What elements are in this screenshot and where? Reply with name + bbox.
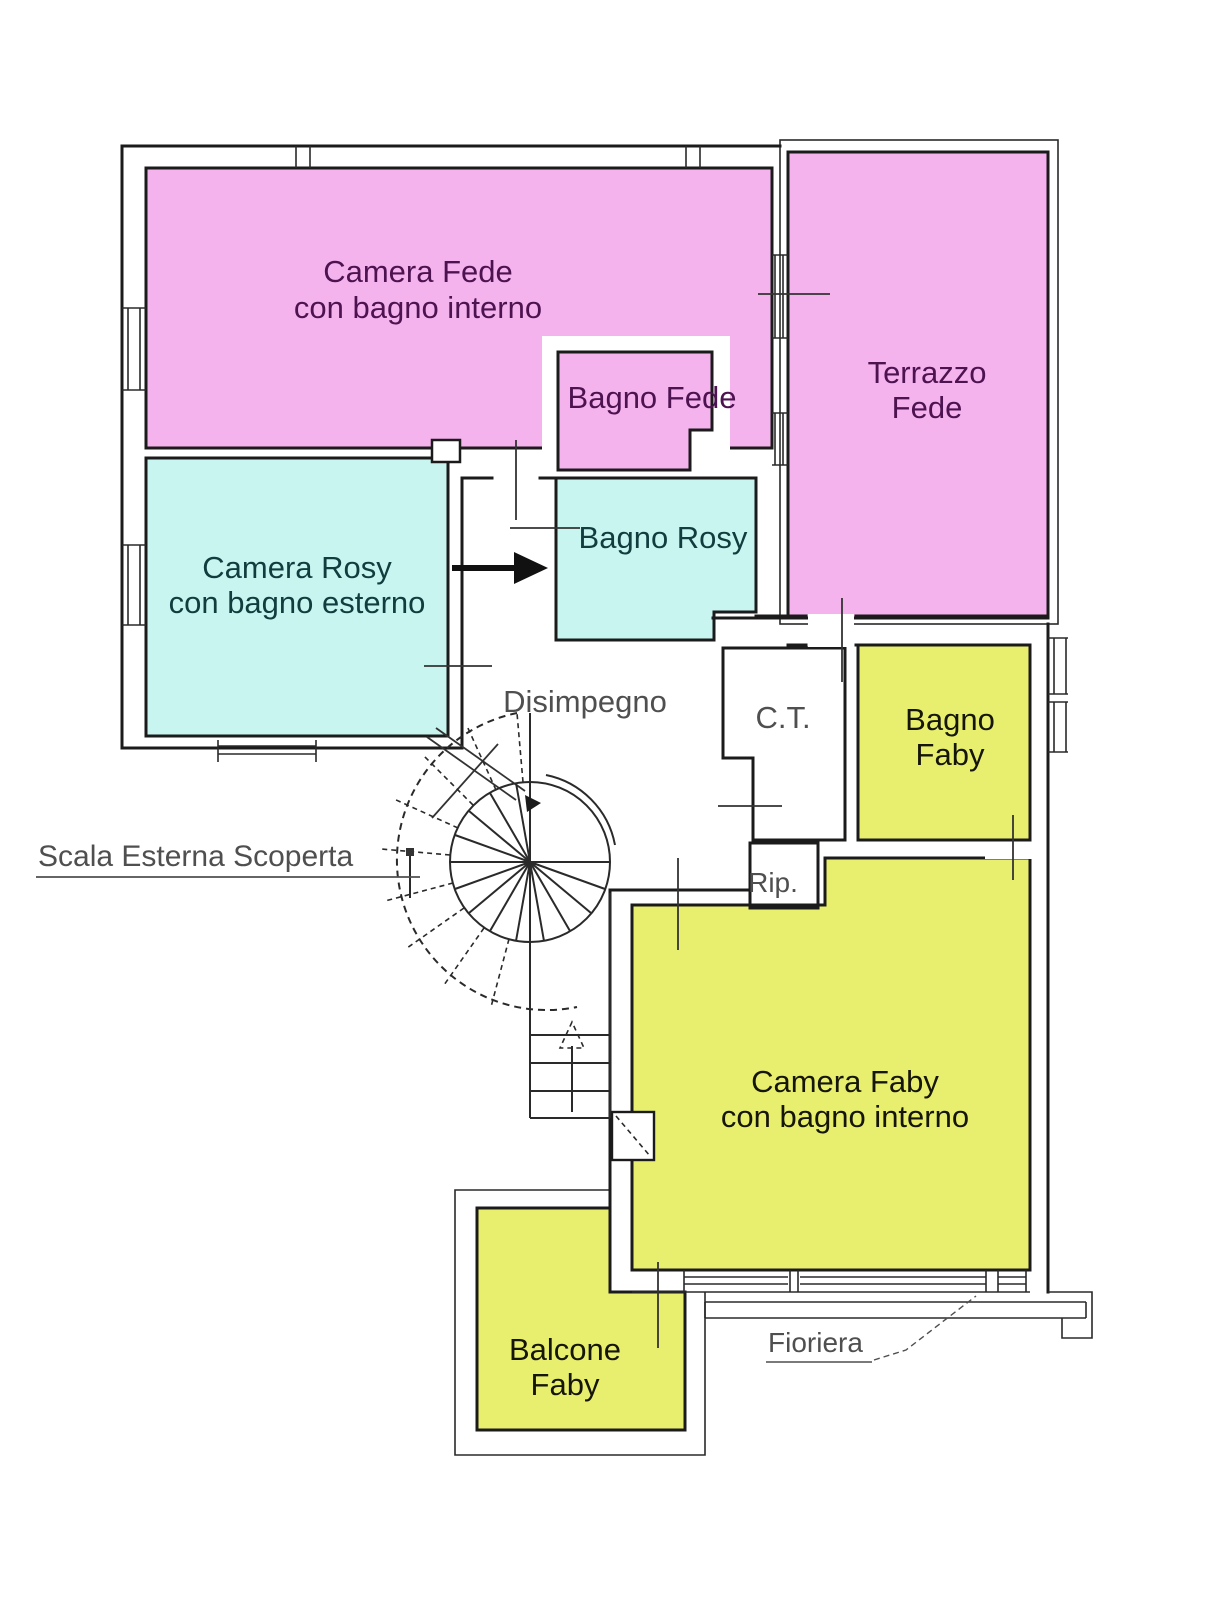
room-terrazzo-fede xyxy=(786,150,1050,620)
fioriera-leader-line xyxy=(873,1295,977,1361)
label-terrazzo-line2: Fede xyxy=(892,390,963,425)
label-ct: C.T. xyxy=(755,700,810,735)
label-camera-fede-line1: Camera Fede xyxy=(323,254,513,289)
label-camera-rosy-line1: Camera Rosy xyxy=(202,550,392,585)
room-ct xyxy=(721,646,847,842)
label-fioriera: Fioriera xyxy=(768,1327,863,1358)
label-bagno-rosy: Bagno Rosy xyxy=(579,520,748,555)
arrow-head xyxy=(514,552,548,584)
window-camera-rosy-left xyxy=(122,544,146,626)
label-camera-faby-line2: con bagno interno xyxy=(721,1099,969,1134)
door-gap-terrazzo xyxy=(808,614,854,647)
room-camera-rosy xyxy=(144,456,450,738)
stair-marker xyxy=(406,848,414,856)
room-bagno-fede xyxy=(556,350,714,472)
label-bagno-faby-line2: Faby xyxy=(916,737,985,772)
direction-arrow xyxy=(452,552,548,584)
label-disimpegno: Disimpegno xyxy=(503,684,667,719)
label-bagno-faby-line1: Bagno xyxy=(905,702,995,737)
stair-run-walls xyxy=(530,893,611,1119)
stair-up-arrow-head xyxy=(558,1020,586,1049)
outer-wall-top-left xyxy=(120,144,782,750)
window-band-camera-faby xyxy=(683,1270,1027,1292)
room-bagno-rosy xyxy=(554,476,758,642)
spiral-staircase xyxy=(380,712,616,1118)
wall-post xyxy=(430,438,462,464)
window-posts-top-wall xyxy=(295,146,701,168)
window-symbols xyxy=(122,146,1068,1293)
window-fede-terrazzo-lower xyxy=(772,412,788,466)
label-scala-esterna: Scala Esterna Scoperta xyxy=(38,840,353,873)
label-terrazzo-line1: Terrazzo xyxy=(868,355,987,390)
room-rip xyxy=(748,841,820,910)
door-swing-x xyxy=(426,727,526,819)
label-camera-rosy-line2: con bagno esterno xyxy=(169,585,426,620)
window-bagno-faby-1 xyxy=(1048,637,1068,695)
room-bagno-faby xyxy=(856,643,1032,842)
stair-outer-arc xyxy=(396,712,578,1012)
fioriera-strip xyxy=(704,1291,1093,1339)
label-camera-fede-line2: con bagno interno xyxy=(294,290,542,325)
terrazzo-outer-parapet xyxy=(779,139,1059,625)
door-symbols xyxy=(424,293,1040,1348)
window-camera-rosy-bottom xyxy=(217,740,317,762)
window-bagno-faby-2 xyxy=(1048,701,1068,753)
stair-direction-arrowhead xyxy=(525,795,541,812)
window-camera-fede-left xyxy=(122,307,146,391)
stair-landing-arc xyxy=(545,774,616,846)
label-balcone-line1: Balcone xyxy=(509,1332,621,1367)
stair-outer-treads xyxy=(380,712,524,1008)
stair-run-treads xyxy=(530,1034,610,1092)
balcone-parapet xyxy=(454,1189,706,1456)
window-fede-terrazzo-upper xyxy=(772,254,788,339)
label-camera-faby-line1: Camera Faby xyxy=(751,1064,939,1099)
label-rip: Rip. xyxy=(748,867,798,898)
stair-spokes xyxy=(450,782,610,942)
label-balcone-line2: Faby xyxy=(531,1367,600,1402)
label-bagno-fede: Bagno Fede xyxy=(568,380,737,415)
